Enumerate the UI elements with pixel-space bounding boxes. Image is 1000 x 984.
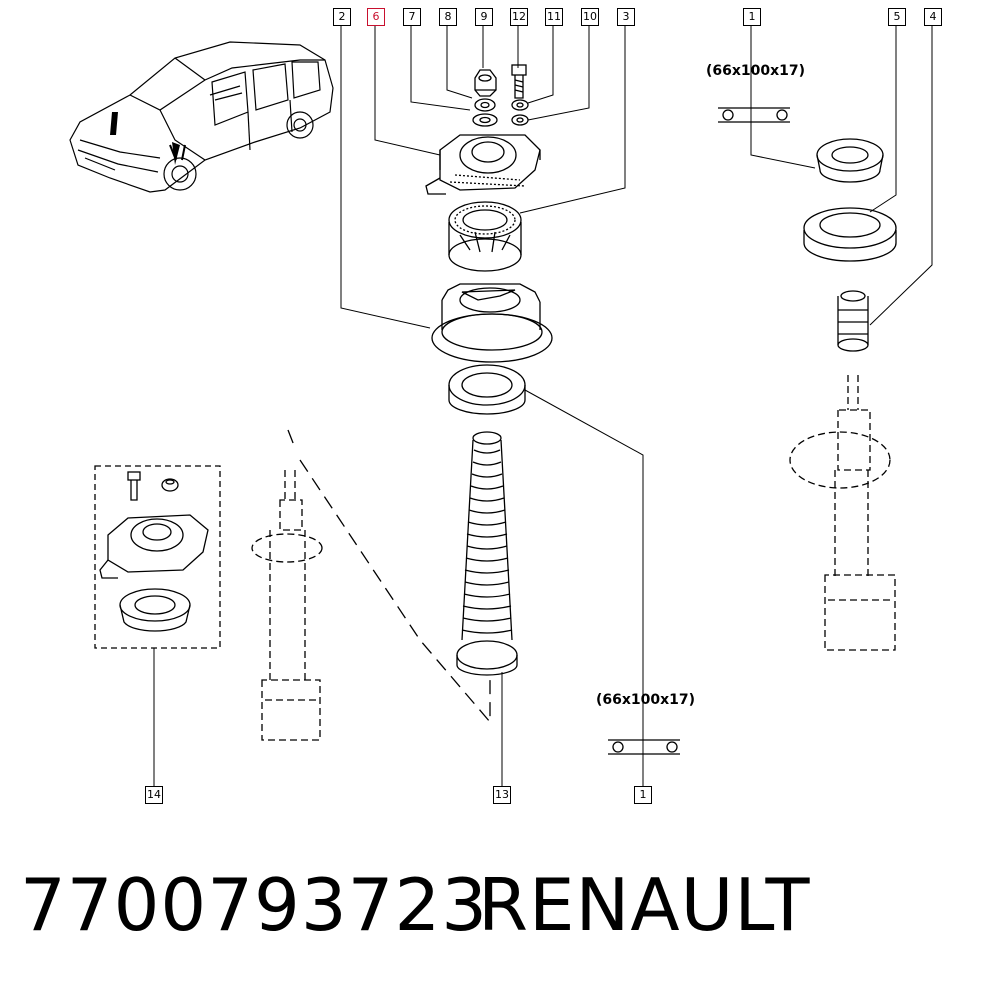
callout-1-top[interactable]: 1 (743, 8, 761, 26)
callout-9[interactable]: 9 (475, 8, 493, 26)
callout-3[interactable]: 3 (617, 8, 635, 26)
callout-6[interactable]: 6 (367, 8, 385, 26)
callout-1-bottom[interactable]: 1 (634, 786, 652, 804)
strut-right (789, 375, 896, 651)
spring-seat-2 (431, 283, 553, 363)
ring-right (816, 138, 884, 183)
part-number: 7700793723 (20, 863, 489, 947)
callout-8[interactable]: 8 (439, 8, 457, 26)
bearing-1-right (718, 107, 790, 123)
brand-name: RENAULT (478, 863, 811, 947)
kit-box-14 (94, 465, 221, 649)
footer: 7700793723 RENAULT (20, 855, 980, 965)
bearing-seat-1-middle (448, 364, 526, 415)
bump-stop-4 (837, 290, 869, 352)
kit-ring (119, 588, 191, 632)
dimension-label-bottom: (66x100x17) (596, 692, 696, 708)
spring-seat-5 (803, 207, 897, 262)
callout-4[interactable]: 4 (924, 8, 942, 26)
callout-13[interactable]: 13 (493, 786, 511, 804)
washer-8 (474, 98, 496, 112)
callout-11[interactable]: 11 (545, 8, 563, 26)
kit-bolt (127, 471, 141, 501)
callout-10[interactable]: 10 (581, 8, 599, 26)
bearing-3 (448, 201, 522, 272)
upper-mount-6 (425, 134, 541, 195)
dust-bellows-13 (456, 431, 518, 676)
callout-7[interactable]: 7 (403, 8, 421, 26)
washer-7 (472, 113, 498, 127)
callout-14[interactable]: 14 (145, 786, 163, 804)
bearing-1-bottom (608, 739, 680, 755)
bolt-12 (511, 64, 527, 99)
leader-lines (153, 25, 933, 786)
kit-nut (161, 478, 179, 492)
dimension-label-top: (66x100x17) (706, 63, 806, 79)
strut-left (251, 470, 323, 741)
washer-11 (511, 99, 529, 111)
washer-10 (511, 114, 529, 126)
callout-12[interactable]: 12 (510, 8, 528, 26)
nut-9 (474, 69, 497, 97)
callout-5[interactable]: 5 (888, 8, 906, 26)
assembly-dash-line (287, 429, 491, 724)
callout-2[interactable]: 2 (333, 8, 351, 26)
kit-upper-mount (99, 514, 209, 579)
car-illustration (69, 41, 334, 193)
